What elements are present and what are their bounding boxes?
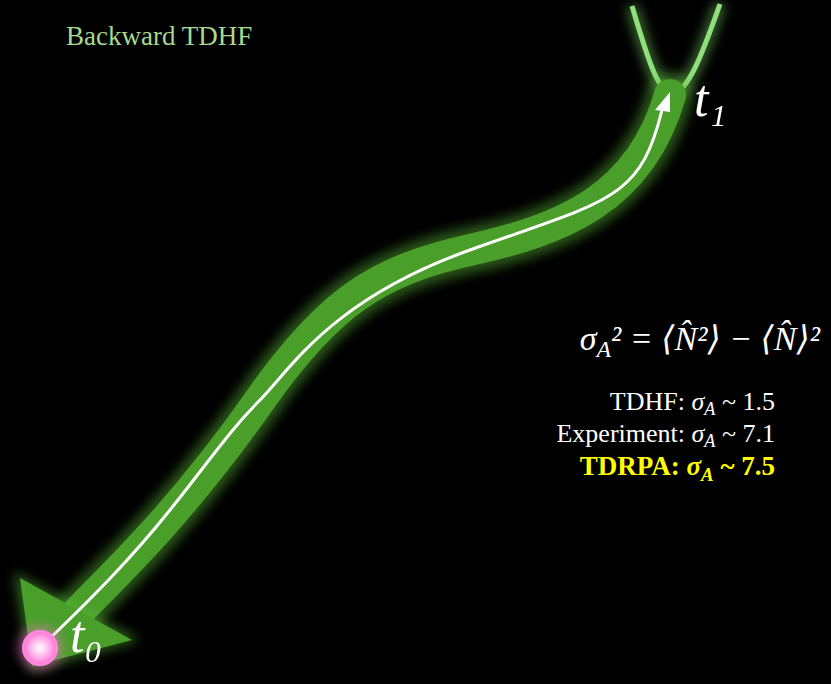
time-label: t₀ bbox=[70, 606, 103, 663]
text-run: t₁ bbox=[694, 70, 727, 127]
subscript: A bbox=[704, 399, 715, 419]
text-run: Experiment: bbox=[556, 419, 691, 448]
formula: σA² = ⟨N̂²⟩ − ⟨N̂⟩² bbox=[580, 320, 820, 362]
time-label: t₁ bbox=[694, 70, 727, 127]
symbol: σ bbox=[691, 387, 704, 416]
text-run: ~ 7.1 bbox=[715, 419, 775, 448]
text-run: TDHF: bbox=[610, 387, 692, 416]
symbol: σ bbox=[687, 451, 702, 481]
result-line: TDHF: σA ~ 1.5 bbox=[610, 388, 775, 419]
trajectory-head bbox=[655, 92, 670, 112]
subscript: A bbox=[704, 431, 715, 451]
text-run: ~ 7.5 bbox=[714, 451, 775, 481]
symbol: σ bbox=[580, 320, 597, 357]
initial-point bbox=[23, 631, 57, 665]
text-run: ~ 1.5 bbox=[715, 387, 775, 416]
arrow-glow bbox=[78, 95, 670, 612]
text-run: TDRPA: bbox=[580, 451, 687, 481]
result-line: Experiment: σA ~ 7.1 bbox=[556, 420, 775, 451]
arrowhead bbox=[20, 578, 132, 666]
trajectory-line bbox=[44, 110, 662, 644]
arrowhead-glow bbox=[14, 572, 140, 672]
process-label: Backward TDHF bbox=[66, 22, 252, 52]
text-run: Backward TDHF bbox=[66, 21, 252, 51]
symbol: σ bbox=[691, 419, 704, 448]
subscript: A bbox=[701, 464, 714, 485]
text-run: ² = ⟨N̂²⟩ − ⟨N̂⟩² bbox=[611, 320, 820, 357]
point-glow bbox=[18, 626, 62, 670]
subscript: A bbox=[597, 336, 612, 362]
arrow-band bbox=[78, 95, 670, 612]
result-highlight: TDRPA: σA ~ 7.5 bbox=[580, 452, 775, 485]
text-run: t₀ bbox=[70, 606, 103, 663]
